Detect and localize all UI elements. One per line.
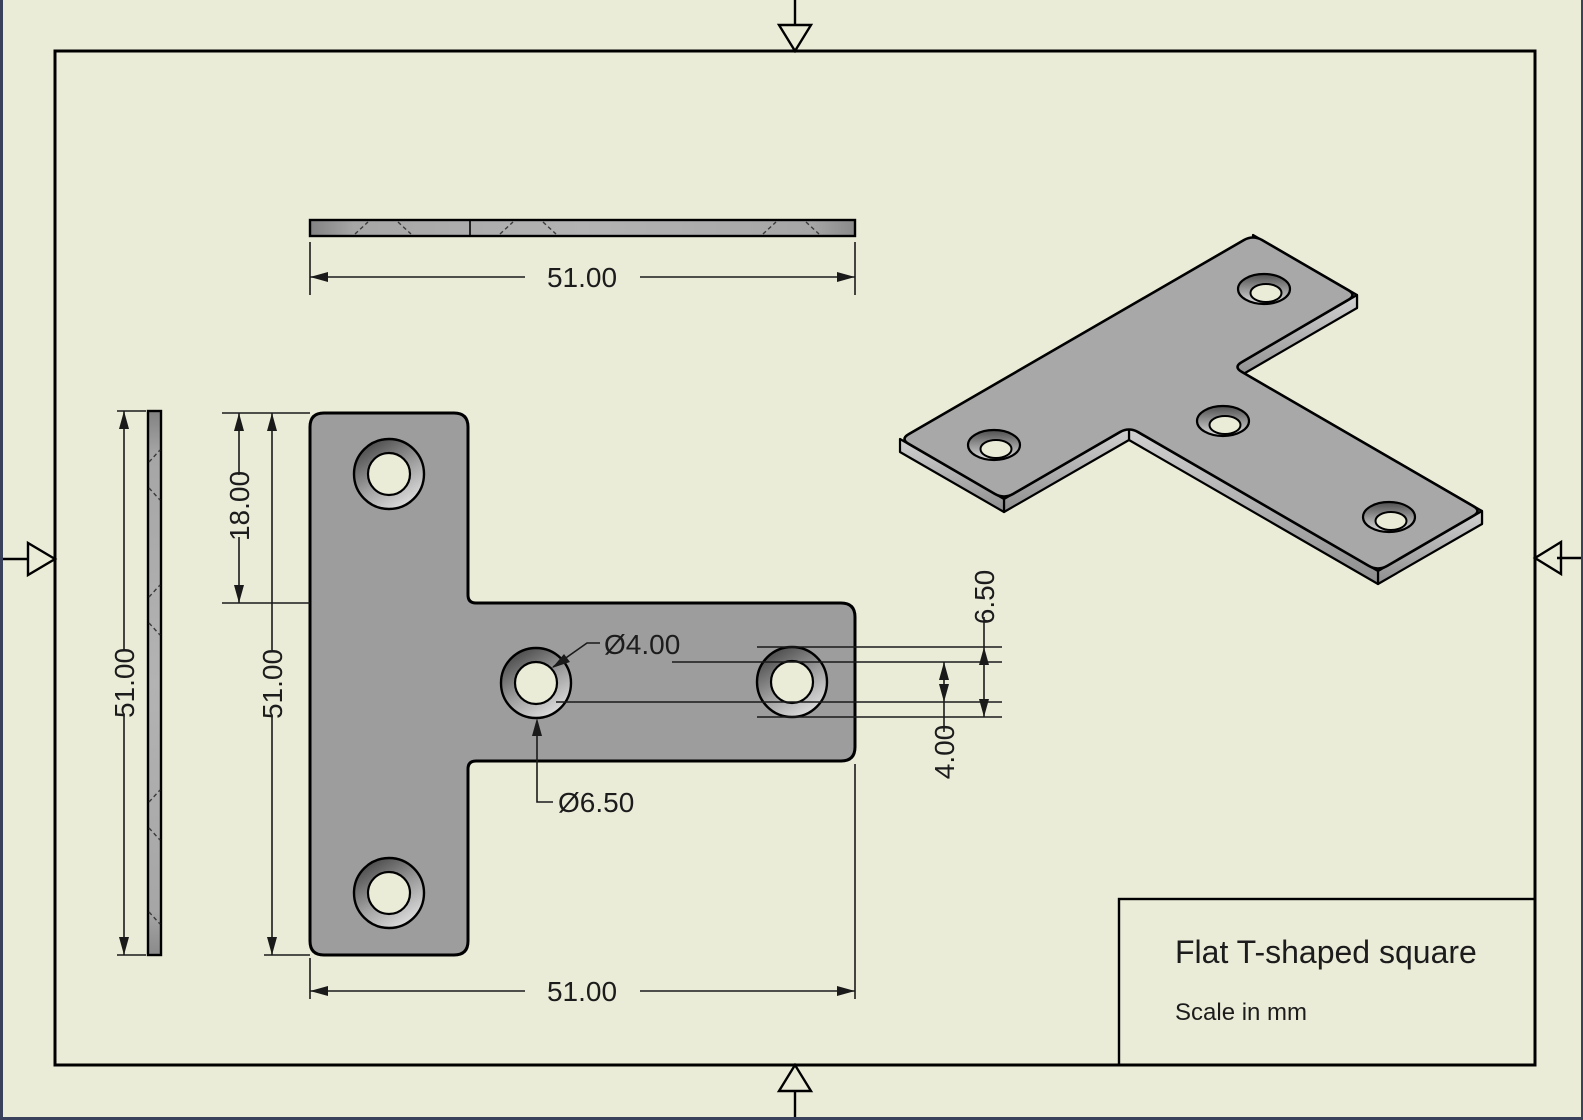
centering-marks xyxy=(3,0,1581,1117)
iso-hole-left xyxy=(966,428,1022,462)
dim-text-front-height: 51.00 xyxy=(257,649,288,719)
front-view xyxy=(308,411,857,957)
dim-top-width xyxy=(309,242,856,295)
hole-bottom xyxy=(352,856,426,930)
centering-mark-left xyxy=(3,540,58,578)
drawing-sheet: 51.00 51.00 xyxy=(3,0,1581,1117)
top-view xyxy=(308,218,857,238)
centering-mark-right xyxy=(1532,539,1581,577)
label-hole-inner-diameter: Ø4.00 xyxy=(604,629,680,660)
hole-right xyxy=(755,645,829,719)
iso-hole-center xyxy=(1195,404,1251,438)
iso-top-face xyxy=(903,236,1479,570)
dim-text-side-height: 51.00 xyxy=(109,648,140,718)
dim-text-hole-inner-vertical: 4.00 xyxy=(929,725,960,780)
centering-mark-top xyxy=(776,0,814,54)
centering-mark-bottom xyxy=(776,1062,814,1117)
title-block: Flat T-shaped square Scale in mm xyxy=(1117,897,1537,1067)
tangent-edge-marks xyxy=(148,449,161,925)
dim-hole-inner-vertical xyxy=(556,661,1002,732)
tangent-edge-marks xyxy=(354,221,820,235)
hole-center xyxy=(499,646,573,720)
iso-hole-top xyxy=(1236,272,1292,306)
iso-hole-tip xyxy=(1361,500,1417,534)
leader-hole-outer-diameter xyxy=(532,718,553,803)
dim-text-front-top-offset: 18.00 xyxy=(224,471,255,541)
drawing-title: Flat T-shaped square xyxy=(1175,934,1477,970)
dim-text-front-width: 51.00 xyxy=(547,976,617,1007)
label-hole-outer-diameter: Ø6.50 xyxy=(558,787,634,818)
side-view xyxy=(146,409,163,957)
hole-top xyxy=(352,437,426,511)
dim-text-top-width: 51.00 xyxy=(547,262,617,293)
dim-text-hole-outer-vertical: 6.50 xyxy=(969,570,1000,625)
dim-front-height xyxy=(264,413,310,956)
isometric-view xyxy=(898,233,1484,586)
dim-front-top-offset xyxy=(222,412,310,604)
sheet-border xyxy=(53,49,1537,1067)
dim-hole-outer-vertical xyxy=(757,617,1002,718)
leader-hole-inner-diameter xyxy=(552,642,600,668)
dim-front-width xyxy=(309,764,856,999)
cad-drawing-canvas: 51.00 51.00 xyxy=(3,0,1581,1117)
dim-side-height xyxy=(117,410,146,956)
drawing-scale-note: Scale in mm xyxy=(1175,999,1307,1026)
t-plate-outline xyxy=(308,411,857,957)
